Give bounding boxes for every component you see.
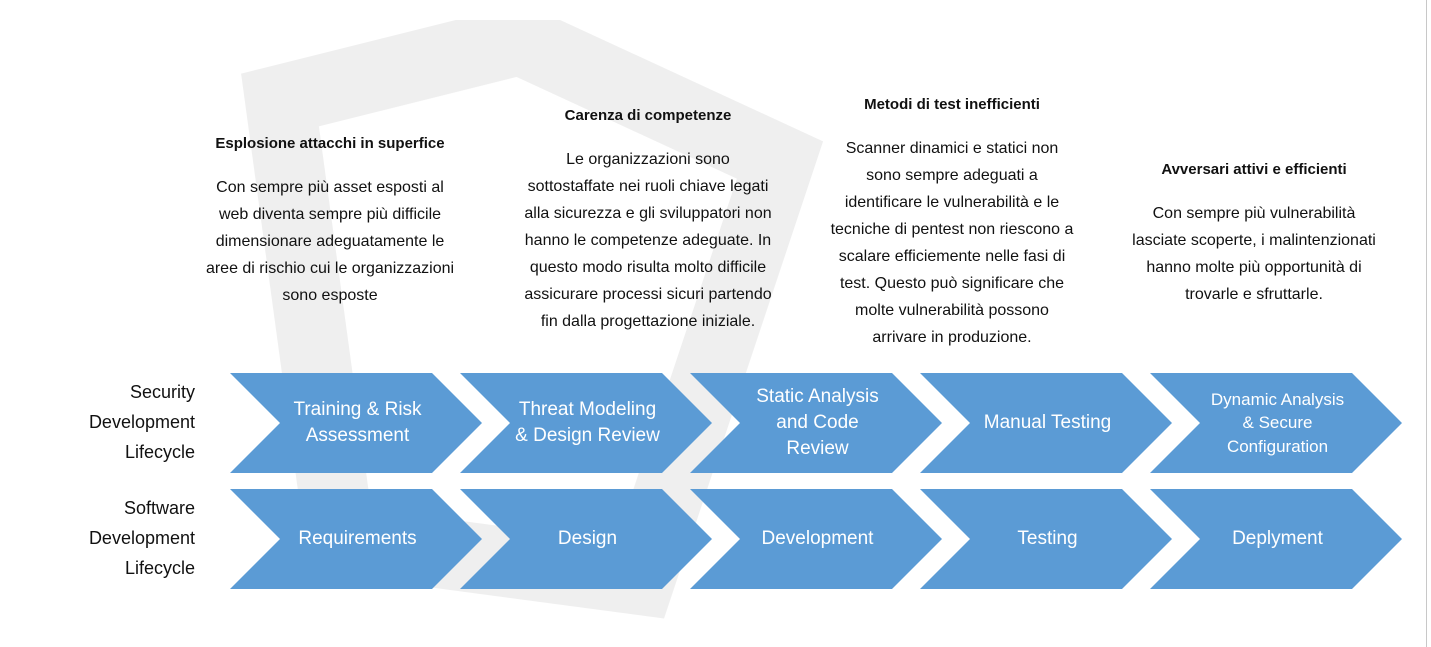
chevron-shape (920, 489, 1172, 589)
challenge-text-line: molte vulnerabilità possono (855, 302, 1049, 319)
row-label-line: Lifecycle (124, 442, 195, 462)
page-border (1426, 0, 1427, 647)
challenge-title: Esplosione attacchi in superfice (215, 135, 445, 152)
challenge-text-line: arrivare in produzione. (872, 329, 1032, 346)
chevron-label: Dynamic Analysis & Secure Configuration (1210, 389, 1345, 456)
challenge-text-line: trovarle e sfruttarle. (1185, 286, 1323, 303)
challenge-text-line: Con sempre più asset esposti al (216, 179, 444, 196)
row-label-line: Lifecycle (124, 558, 195, 578)
challenge-text-line: scalare efficiemente nelle fasi di (838, 248, 1066, 265)
challenge-text-line: questo modo risulta molto difficile (529, 259, 767, 276)
chevron-step: Requirements (230, 489, 482, 589)
chevron-label: Deplyment (1232, 528, 1323, 549)
challenge-text-line: hanno molte più opportunità di (1146, 259, 1362, 276)
row-label-line: Development (88, 528, 195, 548)
challenge-text-line: alla sicurezza e gli sviluppatori non (524, 205, 772, 222)
challenge-text-line: Scanner dinamici e statici non (845, 140, 1059, 157)
chevron-step: Dynamic Analysis & Secure Configuration (1150, 373, 1402, 473)
chevron-shape (230, 373, 482, 473)
row-label-line: Software (123, 498, 195, 518)
challenge-title: Carenza di competenze (564, 107, 732, 124)
chevron-label: Requirements (298, 528, 417, 549)
challenge-text-line: Le organizzazioni sono (566, 151, 730, 168)
row-label-line: Security (129, 382, 195, 402)
chevron-label: Threat Modeling & Design Review (515, 399, 660, 446)
chevron-shape (460, 373, 712, 473)
chevron-shape (230, 489, 482, 589)
chevron-shape (1150, 489, 1402, 589)
chevron-step: Static Analysis and Code Review (690, 373, 942, 473)
chevron-label: Training & Risk Assessment (293, 399, 422, 446)
challenge-text-line: sono sempre adeguati a (866, 167, 1038, 184)
chevron-step: Training & Risk Assessment (230, 373, 482, 473)
challenge-text-line: sottostaffate nei ruoli chiave legati (527, 178, 769, 195)
chevron-shape (690, 373, 942, 473)
chevron-label: Static Analysis and Code Review (756, 386, 879, 459)
challenge-text-line: identificare le vulnerabilità e le (844, 194, 1060, 211)
row-label-line: Development (88, 412, 195, 432)
challenge-text-line: web diventa sempre più difficile (218, 206, 442, 223)
challenge-text-line: Con sempre più vulnerabilità (1152, 205, 1356, 222)
challenge-text-line: hanno le competenze adeguate. In (524, 232, 772, 249)
challenge-text-line: lasciate scoperte, i malintenzionati (1132, 232, 1376, 249)
chevron-label: Manual Testing (983, 412, 1112, 433)
chevron-step: Threat Modeling & Design Review (460, 373, 712, 473)
challenge-text-line: test. Questo può significare che (839, 275, 1065, 292)
chevron-label: Testing (1017, 528, 1078, 549)
chevron-step: Manual Testing (920, 373, 1172, 473)
challenge-text-line: dimensionare adeguatamente le (215, 233, 445, 250)
chevron-label: Design (557, 528, 618, 549)
challenge-text-line: assicurare processi sicuri partendo (524, 286, 772, 303)
challenge-text-line: tecniche di pentest non riescono a (830, 221, 1074, 238)
chevron-shape (690, 489, 942, 589)
challenge-block: Carenza di competenze Le organizzazioni s… (503, 106, 793, 335)
chevron-shape (460, 489, 712, 589)
chevron-step: Deplyment (1150, 489, 1402, 589)
chevron-step: Testing (920, 489, 1172, 589)
chevron-step: Design (460, 489, 712, 589)
challenge-title: Metodi di test inefficienti (864, 96, 1040, 113)
chevron-step: Development (690, 489, 942, 589)
challenge-text-line: sono esposte (282, 287, 378, 304)
challenge-title: Avversari attivi e efficienti (1161, 161, 1347, 178)
chevron-shape (920, 373, 1172, 473)
chevron-label: Development (761, 528, 874, 549)
chevron-shape (1150, 373, 1402, 473)
challenge-text-line: aree di rischio cui le organizzazioni (205, 260, 455, 277)
challenge-text-line: fin dalla progettazione iniziale. (540, 313, 756, 330)
